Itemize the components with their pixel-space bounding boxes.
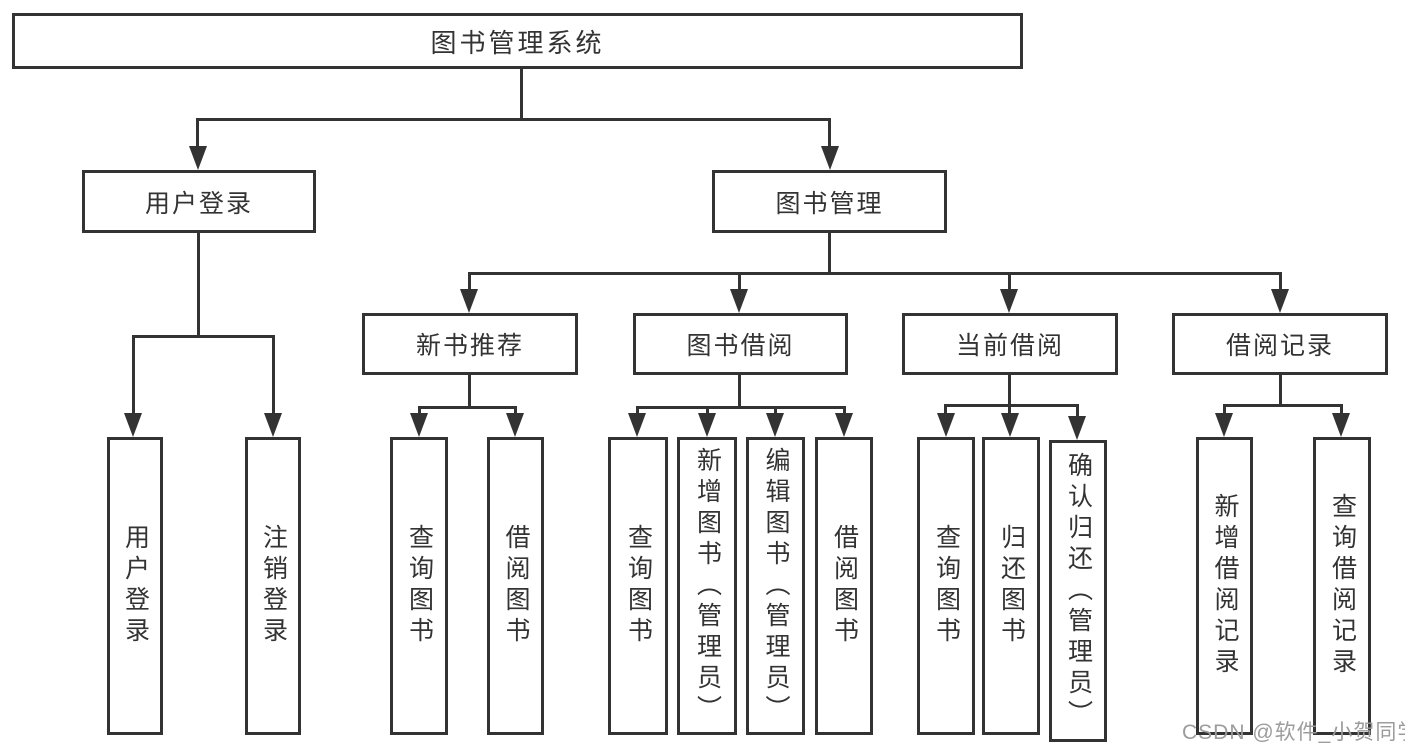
edge-root-trunk	[520, 69, 523, 120]
node-book-borrowing: 图书借阅	[633, 313, 848, 375]
node-label: 新增借阅记录	[1211, 493, 1239, 679]
node-current-borrowing: 当前借阅	[902, 313, 1118, 375]
leaf-confirm-return-admin: 确认归还（管理员）	[1049, 440, 1107, 742]
node-label: 查询图书	[932, 524, 961, 648]
arrowhead-logout-leaf	[264, 413, 282, 437]
node-label: 新增图书（管理员）	[693, 446, 722, 726]
node-label: 查询借阅记录	[1328, 493, 1357, 679]
arrowhead-borrow-records	[1271, 289, 1289, 313]
arrowhead-borrow-a	[506, 413, 524, 437]
edge-borrowing-trunk	[738, 375, 741, 409]
leaf-user-login: 用户登录	[107, 437, 163, 735]
arrowhead-add-book	[698, 413, 716, 437]
arrowhead-return-book	[1001, 413, 1019, 437]
edge-mgmt-trunk	[828, 233, 831, 274]
node-book-management: 图书管理	[712, 170, 947, 233]
edge-current-trunk	[1008, 375, 1011, 407]
leaf-edit-books-admin: 编辑图书（管理员）	[746, 437, 805, 735]
node-user-login: 用户登录	[82, 170, 316, 233]
arrowhead-borrow-b	[835, 413, 853, 437]
edge-newbook-branch	[418, 406, 517, 409]
edge-mgmt-branch	[468, 272, 1282, 275]
node-label: 借阅图书	[502, 524, 530, 648]
edge-newbook-trunk	[468, 375, 471, 409]
node-label: 编辑图书（管理员）	[762, 446, 790, 726]
edge-drop-current-borrow	[1008, 272, 1011, 294]
node-label: 查询图书	[405, 524, 434, 648]
leaf-return-books: 归还图书	[982, 437, 1040, 735]
edge-login-branch	[132, 335, 275, 338]
leaf-borrow-books-recommend: 借阅图书	[487, 437, 544, 735]
csdn-watermark: CSDN @软件_小贺同学	[1182, 721, 1405, 744]
node-label: 确认归还（管理员）	[1064, 451, 1093, 731]
edge-root-branch	[197, 118, 831, 121]
edge-drop-borrow-b	[843, 406, 846, 417]
node-label: 用户登录	[121, 524, 150, 648]
arrowhead-confirm-return	[1068, 416, 1086, 440]
edge-login-trunk	[197, 233, 200, 337]
edge-drop-user-login	[196, 118, 199, 150]
node-label: 新书推荐	[415, 332, 524, 360]
arrowhead-login-leaf	[124, 413, 142, 437]
arrowhead-book-borrow	[730, 289, 748, 313]
leaf-logout: 注销登录	[245, 437, 301, 735]
leaf-query-borrow-record: 查询借阅记录	[1313, 437, 1371, 735]
leaf-borrow-books-borrowing: 借阅图书	[815, 437, 873, 735]
edge-drop-borrow-a	[514, 406, 517, 417]
edge-current-branch	[944, 404, 1079, 407]
arrowhead-query-c	[937, 413, 955, 437]
leaf-query-books-borrowing: 查询图书	[608, 437, 668, 735]
edge-drop-edit-book	[774, 406, 777, 417]
node-label: 借阅记录	[1225, 332, 1334, 360]
node-label: 图书管理系统	[430, 27, 605, 58]
arrowhead-query-a	[410, 413, 428, 437]
edge-drop-login-leaf	[132, 335, 135, 417]
arrowhead-user-login	[189, 146, 207, 170]
edge-records-branch	[1223, 404, 1343, 407]
edge-drop-add-book	[706, 406, 709, 417]
edge-drop-confirm-return	[1076, 404, 1079, 418]
edge-borrowing-branch	[636, 406, 846, 409]
leaf-query-books-current: 查询图书	[917, 437, 975, 735]
node-label: 图书借阅	[686, 332, 795, 360]
leaf-query-books-recommend: 查询图书	[390, 437, 448, 735]
node-label: 用户登录	[144, 189, 253, 218]
arrowhead-current-borrow	[1000, 289, 1018, 313]
node-label: 查询图书	[624, 524, 653, 648]
edge-drop-add-record	[1223, 404, 1226, 417]
node-label: 注销登录	[259, 524, 288, 648]
edge-drop-query-a	[418, 406, 421, 417]
edge-records-trunk	[1279, 375, 1282, 407]
node-label: 归还图书	[997, 524, 1026, 648]
edge-drop-query-record	[1340, 404, 1343, 417]
arrowhead-query-record	[1332, 413, 1350, 437]
edge-drop-book-mgmt	[828, 118, 831, 150]
leaf-add-borrow-record: 新增借阅记录	[1196, 437, 1253, 735]
edge-drop-borrow-records	[1279, 272, 1282, 294]
arrowhead-query-b	[628, 413, 646, 437]
leaf-add-books-admin: 新增图书（管理员）	[677, 437, 737, 735]
arrowhead-edit-book	[766, 413, 784, 437]
edge-drop-query-b	[636, 406, 639, 417]
node-label: 当前借阅	[955, 332, 1064, 360]
arrowhead-book-mgmt	[821, 146, 839, 170]
node-label: 图书管理	[775, 189, 884, 218]
node-new-book-recommend: 新书推荐	[362, 313, 578, 375]
edge-drop-book-borrow	[738, 272, 741, 294]
node-borrowing-records: 借阅记录	[1172, 313, 1388, 375]
node-library-management-system: 图书管理系统	[12, 13, 1023, 69]
arrowhead-new-books	[460, 289, 478, 313]
edge-drop-new-books	[468, 272, 471, 294]
edge-drop-query-c	[944, 404, 947, 417]
edge-drop-return-book	[1008, 404, 1011, 417]
edge-drop-logout-leaf	[272, 335, 275, 417]
arrowhead-add-record	[1215, 413, 1233, 437]
node-label: 借阅图书	[830, 524, 859, 648]
